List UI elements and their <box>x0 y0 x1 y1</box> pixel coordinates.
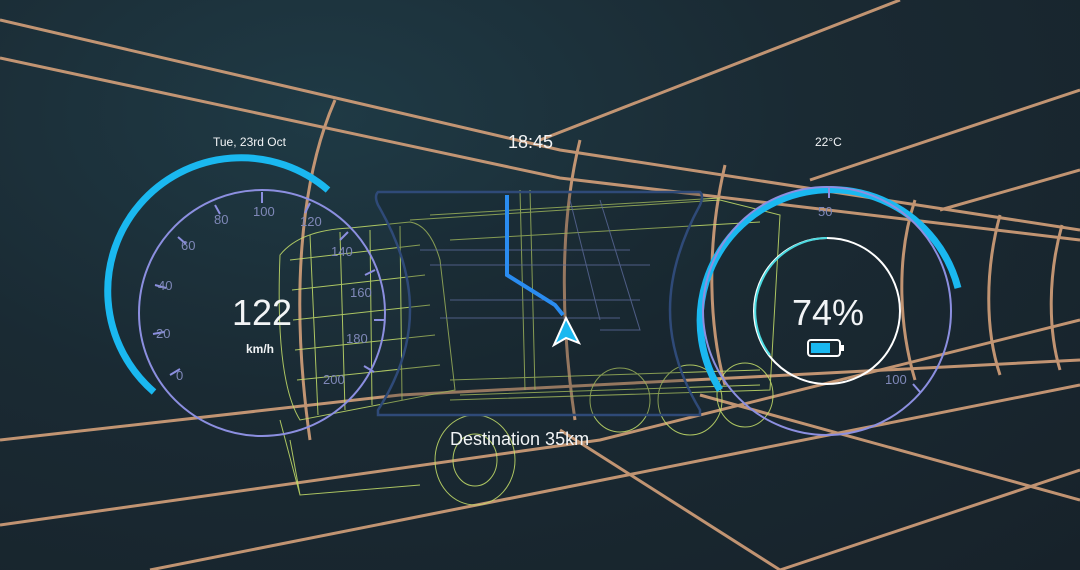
battery-scale-50: 50 <box>818 204 832 219</box>
route-line <box>505 195 565 317</box>
battery-icon <box>807 339 844 357</box>
navigation-arrow-icon <box>551 315 582 348</box>
clock-time: 18:45 <box>508 132 554 152</box>
speed-tick-120: 120 <box>300 214 322 229</box>
speed-tick-40: 40 <box>158 278 172 293</box>
speed-tick-180: 180 <box>346 331 368 346</box>
speed-unit: km/h <box>246 342 275 356</box>
speed-tick-100: 100 <box>253 204 275 219</box>
speed-tick-60: 60 <box>181 238 195 253</box>
battery-percentage: 74% <box>792 292 865 333</box>
speed-tick-200: 200 <box>323 372 345 387</box>
speed-tick-20: 20 <box>156 326 170 341</box>
destination-distance: Destination 35km <box>450 429 590 449</box>
temperature-label: 22°C <box>815 135 842 149</box>
speed-tick-160: 160 <box>350 285 372 300</box>
battery-scale-100: 100 <box>885 372 907 387</box>
speed-tick-80: 80 <box>214 212 228 227</box>
speed-value: 122 <box>232 292 293 333</box>
date-label: Tue, 23rd Oct <box>213 135 286 149</box>
speed-tick-0: 0 <box>176 368 183 383</box>
speed-tick-140: 140 <box>331 244 353 259</box>
